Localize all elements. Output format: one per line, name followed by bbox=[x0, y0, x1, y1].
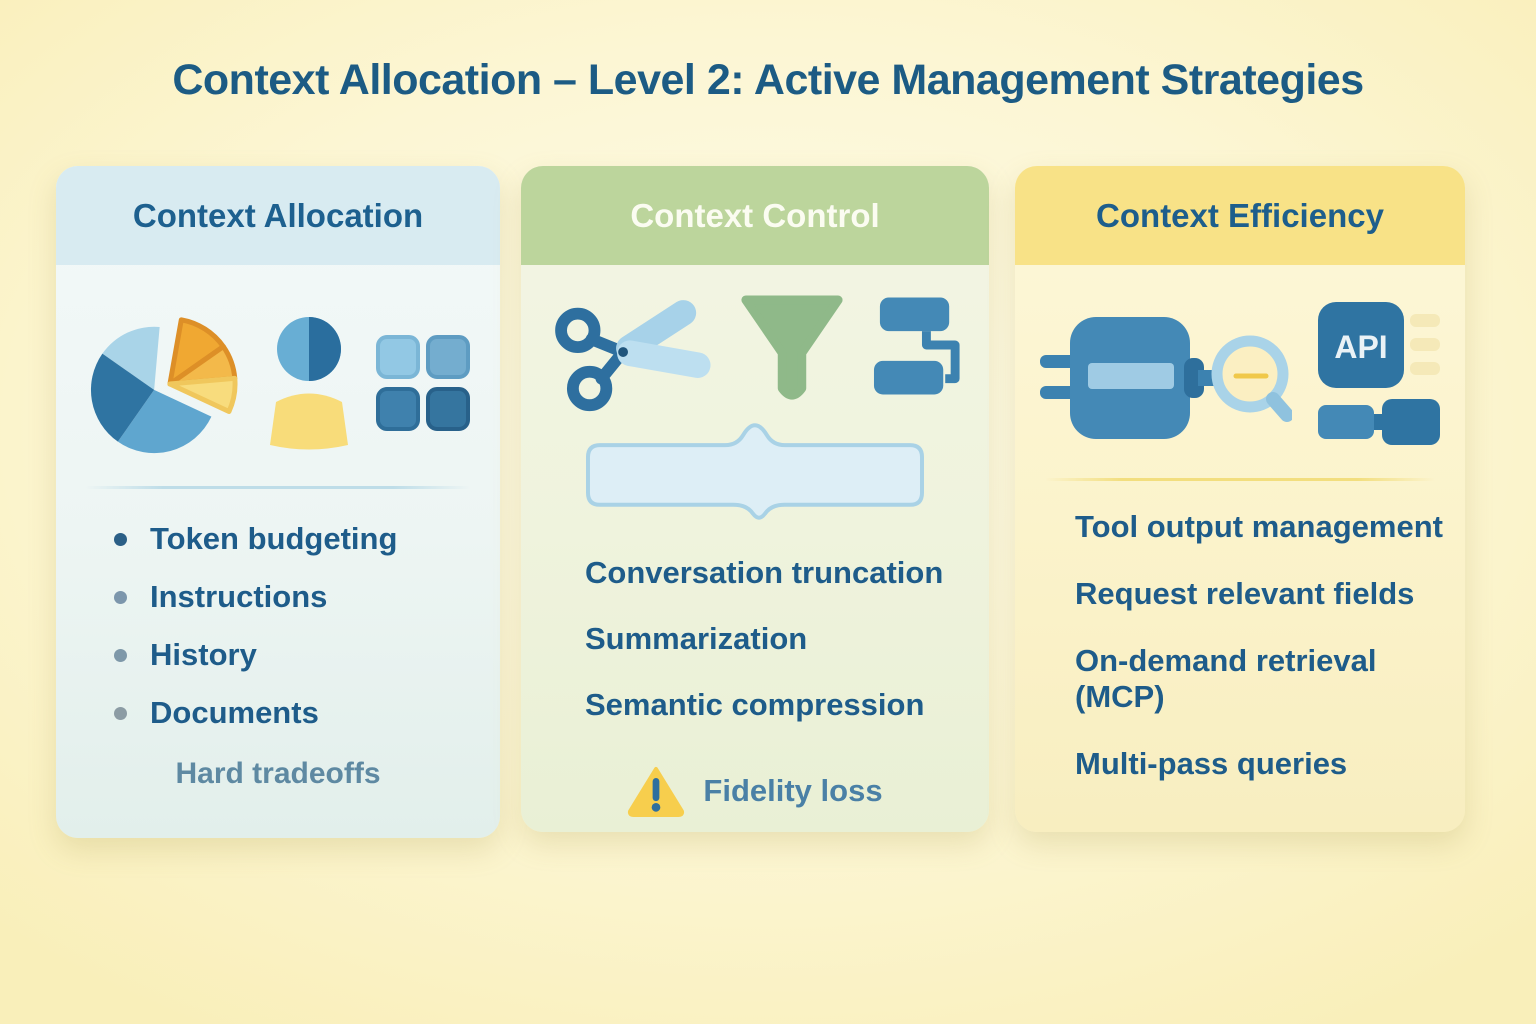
plug-magnifier-icon bbox=[1040, 316, 1292, 439]
control-icons bbox=[521, 291, 989, 421]
api-badge-icon: API bbox=[1318, 301, 1440, 445]
bullet-dot bbox=[114, 706, 127, 720]
efficiency-list: Tool output management Request relevant … bbox=[1075, 509, 1465, 782]
card-context-control: Context Control bbox=[521, 166, 989, 832]
warning-triangle-icon bbox=[628, 766, 685, 817]
list-item-label: Token budgeting bbox=[150, 521, 398, 556]
warning-label: Fidelity loss bbox=[703, 773, 883, 808]
list-item-label: On-demand retrieval (MCP) bbox=[1075, 643, 1377, 714]
grid-icon bbox=[376, 335, 470, 431]
brace-bar-icon bbox=[586, 423, 924, 520]
list-item: Instructions bbox=[114, 579, 500, 615]
allocation-divider bbox=[86, 486, 470, 489]
efficiency-icons: API bbox=[1015, 299, 1465, 454]
list-item-label: Semantic compression bbox=[585, 687, 925, 722]
funnel-icon bbox=[741, 295, 843, 400]
page-title: Context Allocation – Level 2: Active Man… bbox=[172, 56, 1364, 104]
list-item-label: Conversation truncation bbox=[585, 555, 944, 590]
card-header-allocation: Context Allocation bbox=[56, 166, 500, 265]
card-context-efficiency: Context Efficiency API bbox=[1015, 166, 1465, 832]
control-warning: Fidelity loss bbox=[521, 765, 989, 817]
scissors-icon bbox=[555, 300, 711, 412]
efficiency-divider bbox=[1045, 478, 1435, 481]
list-item: Token budgeting bbox=[114, 521, 500, 557]
list-item-label: History bbox=[150, 637, 257, 672]
bullet-dot bbox=[114, 590, 127, 604]
card-context-allocation: Context Allocation Token budgeting Instr… bbox=[56, 166, 500, 838]
card-header-control: Context Control bbox=[521, 166, 989, 265]
bullet-dot bbox=[114, 532, 127, 546]
connector-blocks-icon bbox=[1318, 398, 1440, 445]
allocation-icons bbox=[56, 287, 500, 477]
control-list: Conversation truncation Summarization Se… bbox=[585, 555, 989, 723]
list-item-label: Multi-pass queries bbox=[1075, 746, 1348, 781]
list-item-label: Request relevant fields bbox=[1075, 576, 1415, 611]
pie-chart-icon bbox=[90, 317, 238, 454]
flowchart-icon bbox=[873, 297, 960, 395]
bullet-dot bbox=[114, 648, 127, 662]
list-item: History bbox=[114, 637, 500, 673]
api-label: API bbox=[1334, 329, 1387, 365]
list-item-label: Instructions bbox=[150, 579, 328, 614]
list-item-label: Tool output management bbox=[1075, 509, 1443, 544]
allocation-footnote: Hard tradeoffs bbox=[175, 757, 381, 790]
list-item-label: Summarization bbox=[585, 621, 808, 656]
list-item: Documents bbox=[114, 695, 500, 731]
allocation-list: Token budgeting Instructions History Doc… bbox=[114, 521, 500, 731]
list-item-label: Documents bbox=[150, 695, 319, 730]
user-icon bbox=[270, 317, 348, 450]
card-header-efficiency: Context Efficiency bbox=[1015, 166, 1465, 265]
